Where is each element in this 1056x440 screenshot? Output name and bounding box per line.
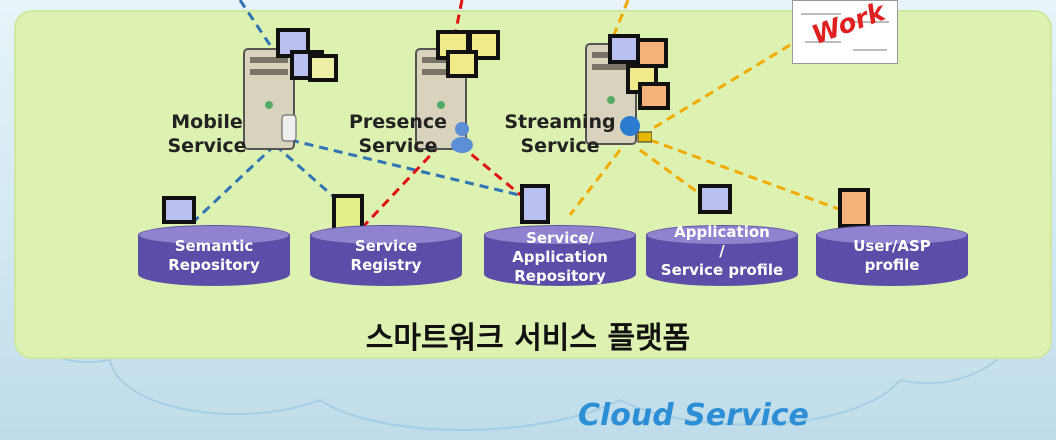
application-service-profile-label-line3: Service profile <box>660 261 784 279</box>
presence-service-label: Presence Service <box>338 110 458 158</box>
service-application-repository: Service/ Application Repository <box>484 225 636 291</box>
service-registry-label-line1: Service <box>354 237 418 255</box>
streaming-service-label-line1: Streaming <box>504 111 616 133</box>
service-application-repository-label-line3: Repository <box>514 267 606 285</box>
streaming-service-label-line2: Service <box>520 135 600 157</box>
workflow-thumbnail: Work <box>792 0 898 64</box>
mobile-server-icon <box>243 48 297 150</box>
application-service-profile-label-line1: Application <box>674 223 770 241</box>
application-service-profile-label-line2: / <box>719 242 725 260</box>
application-service-profile: Application / Service profile <box>646 223 798 291</box>
presence-service-label-line2: Service <box>358 135 438 157</box>
platform-title: 스마트워크 서비스 플랫폼 <box>365 321 691 356</box>
service-registry: Service Registry <box>310 225 462 291</box>
cloud-service-label: Cloud Service <box>578 398 809 433</box>
presence-service-label-line1: Presence <box>348 111 448 133</box>
service-registry-label-line2: Registry <box>350 256 422 274</box>
mobile-service-label-line2: Service <box>167 135 247 157</box>
user-asp-profile-label-line2: profile <box>864 256 920 274</box>
mobile-service-label: Mobile Service <box>152 110 262 158</box>
user-asp-profile: User/ASP profile <box>816 225 968 291</box>
service-application-repository-label-line2: Application <box>512 248 608 266</box>
streaming-service-label: Streaming Service <box>500 110 620 158</box>
service-application-repository-label-line1: Service/ <box>526 229 594 247</box>
semantic-repository-label-line2: Repository <box>168 256 260 274</box>
streaming-server-icon <box>585 43 652 145</box>
semantic-repository: Semantic Repository <box>138 225 290 291</box>
user-asp-profile-label-line1: User/ASP <box>853 237 931 255</box>
mobile-service-label-line1: Mobile <box>171 111 243 133</box>
workflow-thumbnail-text: Work <box>808 0 890 51</box>
semantic-repository-label-line1: Semantic <box>174 237 254 255</box>
